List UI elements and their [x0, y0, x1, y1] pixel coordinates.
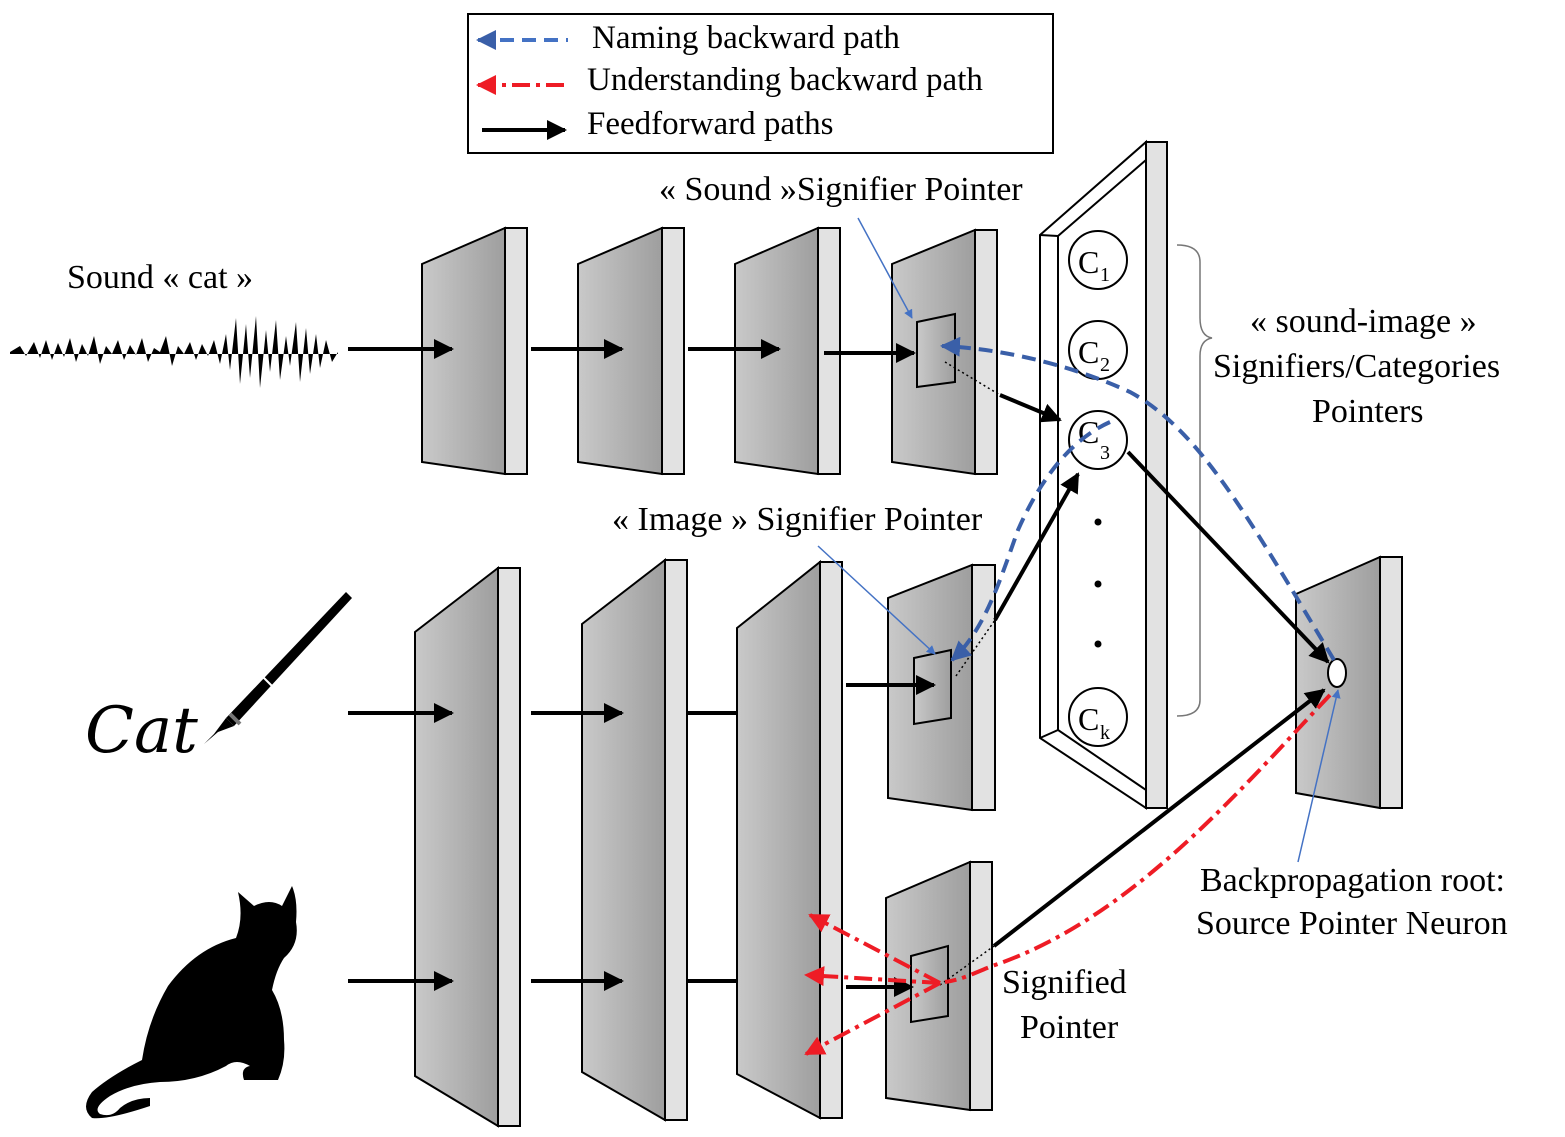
category-group-label-3: Pointers [1312, 393, 1423, 430]
signified-pointer-label-1: Signified [1002, 964, 1127, 1001]
c2-letter: C [1078, 334, 1099, 370]
visual-layer-2 [581, 557, 688, 1122]
signified-pointer-label-2: Pointer [1020, 1009, 1119, 1046]
written-cat-word: Cat [85, 694, 198, 768]
c1-letter: C [1078, 244, 1099, 280]
root-label-1: Backpropagation root: [1200, 862, 1505, 899]
legend-feedforward-label: Feedforward paths [587, 106, 834, 142]
category-panel: C 1 C 2 C 3 C k [1039, 139, 1168, 810]
root-label-2: Source Pointer Neuron [1196, 905, 1508, 942]
sound-waveform-icon [10, 316, 338, 388]
category-node-c3: C 3 [1068, 410, 1128, 470]
sound-network [421, 226, 998, 476]
visual-layer-3 [736, 559, 843, 1120]
sound-layer-1 [421, 226, 528, 476]
category-group-label-2: Signifiers/Categories [1213, 348, 1500, 385]
ellipsis-dot [1094, 518, 1102, 526]
annotation-leaders [817, 217, 1341, 863]
source-pointer-neuron [1327, 658, 1347, 688]
feedforward-paths [348, 339, 1330, 997]
source-layer [1295, 555, 1403, 810]
ck-letter: C [1078, 701, 1099, 737]
c1-subscript: 1 [1100, 264, 1110, 286]
ellipsis-dot [1094, 580, 1102, 588]
understanding-backward-path [804, 693, 1332, 1056]
category-node-ck: C k [1068, 687, 1128, 747]
naming-backward-path [940, 336, 1336, 662]
sound-pointer-box [916, 312, 956, 389]
cat-silhouette-icon [86, 886, 297, 1119]
legend-naming-label: Naming backward path [592, 20, 900, 56]
sound-layer-3 [734, 226, 841, 476]
category-group-label-1: « sound-image » [1250, 303, 1477, 340]
legend-understanding-label: Understanding backward path [587, 62, 983, 98]
legend: Naming backward path Understanding backw… [467, 13, 1054, 154]
image-pointer-label: « Image » Signifier Pointer [612, 501, 983, 538]
category-node-c2: C 2 [1068, 320, 1128, 380]
c3-subscript: 3 [1100, 442, 1110, 464]
category-brace [1176, 244, 1213, 717]
pointer-connectors [939, 361, 1001, 986]
visual-layer-1 [414, 565, 521, 1128]
category-node-c1: C 1 [1068, 230, 1128, 290]
sound-pointer-label: « Sound »Signifier Pointer [659, 171, 1023, 208]
ck-subscript: k [1100, 722, 1110, 744]
fountain-pen-icon [204, 592, 352, 744]
ellipsis-dot [1094, 640, 1102, 648]
visual-network [414, 557, 996, 1128]
c2-subscript: 2 [1100, 354, 1110, 376]
sound-input-label: Sound « cat » [67, 259, 253, 296]
